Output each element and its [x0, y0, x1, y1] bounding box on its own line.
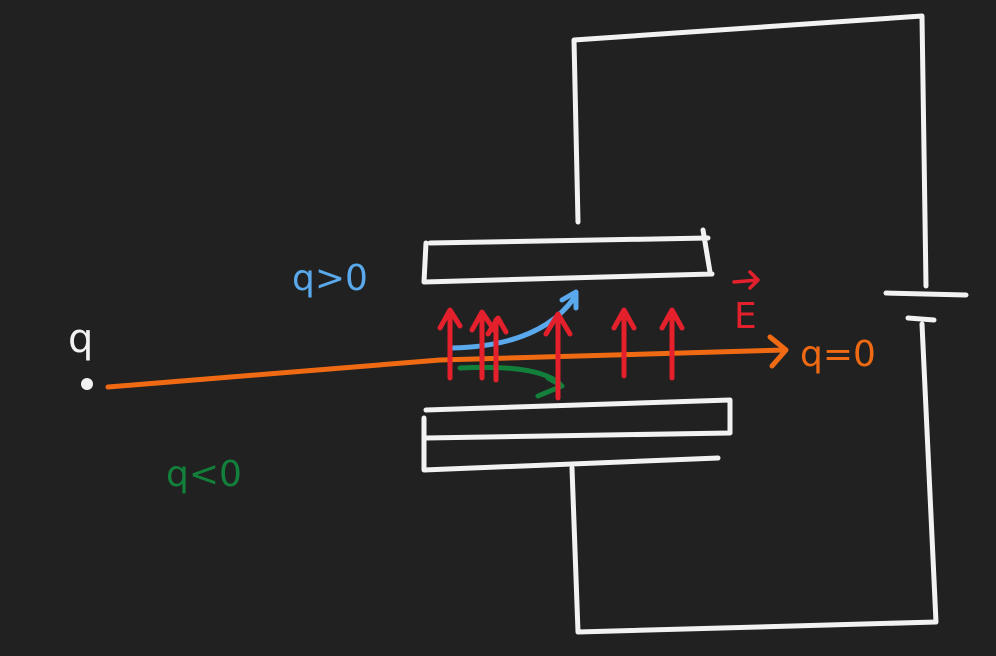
battery-short-plate — [905, 315, 937, 323]
field-label: E — [734, 296, 757, 337]
field-arrow — [659, 307, 685, 381]
positive-label: q>0 — [292, 258, 368, 299]
neutral-label: q=0 — [800, 334, 876, 375]
charge-dot — [81, 378, 93, 390]
field-arrow — [469, 309, 497, 381]
bottom-wire — [569, 321, 939, 635]
charge-label: q — [68, 316, 93, 362]
top-plate — [421, 227, 715, 285]
circuit — [421, 13, 969, 635]
field-vector-arrow-icon — [732, 270, 760, 290]
positive-trajectory — [449, 295, 577, 351]
neutral-arrowhead — [767, 334, 789, 369]
negative-trajectory — [457, 364, 563, 387]
field-arrow — [543, 311, 573, 401]
field-arrow — [437, 307, 463, 381]
top-wire — [571, 13, 929, 289]
positive-arrowhead — [559, 289, 579, 311]
negative-arrowhead — [535, 375, 565, 399]
field-arrow — [485, 315, 509, 383]
field-arrows — [437, 307, 685, 401]
battery-long-plate — [883, 290, 969, 298]
field-arrow — [611, 307, 637, 379]
negative-label: q<0 — [166, 454, 242, 495]
neutral-trajectory — [105, 347, 788, 390]
bottom-plate — [421, 397, 733, 473]
